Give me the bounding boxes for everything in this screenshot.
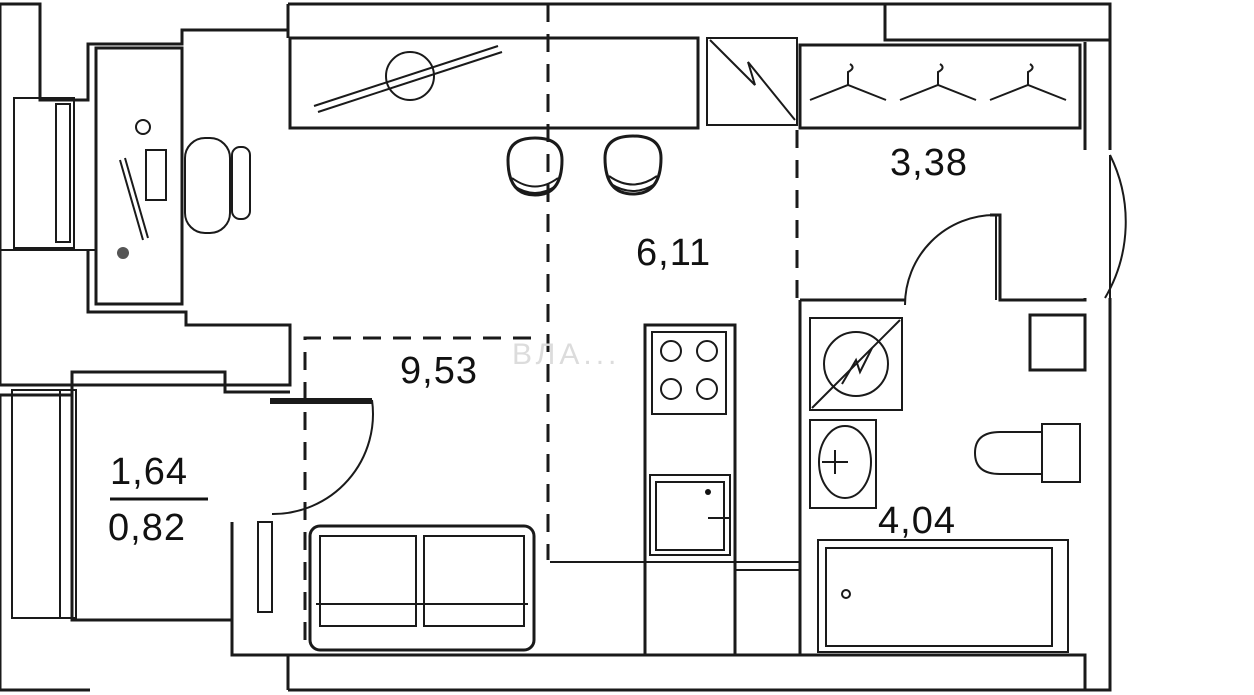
- area-balcony-reduced: 0,82: [108, 507, 186, 549]
- window-balcony: [11, 389, 273, 619]
- bar-stools: [506, 134, 663, 197]
- area-bathroom: 4,04: [878, 500, 956, 542]
- doors: [270, 154, 1127, 516]
- toilet: [973, 423, 1081, 483]
- area-hall: 3,38: [890, 142, 968, 184]
- washing-machine: [809, 317, 903, 411]
- bathroom-sink: [809, 419, 877, 509]
- kitchen-unit: [550, 323, 800, 657]
- area-balcony: 1,64: [110, 451, 188, 493]
- sofa: [308, 524, 536, 652]
- area-living-room: 9,53: [400, 350, 478, 392]
- zone-dividers: [303, 4, 799, 640]
- watermark-text: ВЛА...: [512, 338, 620, 371]
- area-kitchen: 6,11: [636, 232, 711, 274]
- desk: [94, 46, 184, 306]
- fridge: [706, 37, 798, 126]
- bathtub: [817, 539, 1069, 653]
- wall-cabinet: [288, 36, 700, 130]
- office-chair: [184, 137, 251, 234]
- coat-rack: [809, 63, 1067, 101]
